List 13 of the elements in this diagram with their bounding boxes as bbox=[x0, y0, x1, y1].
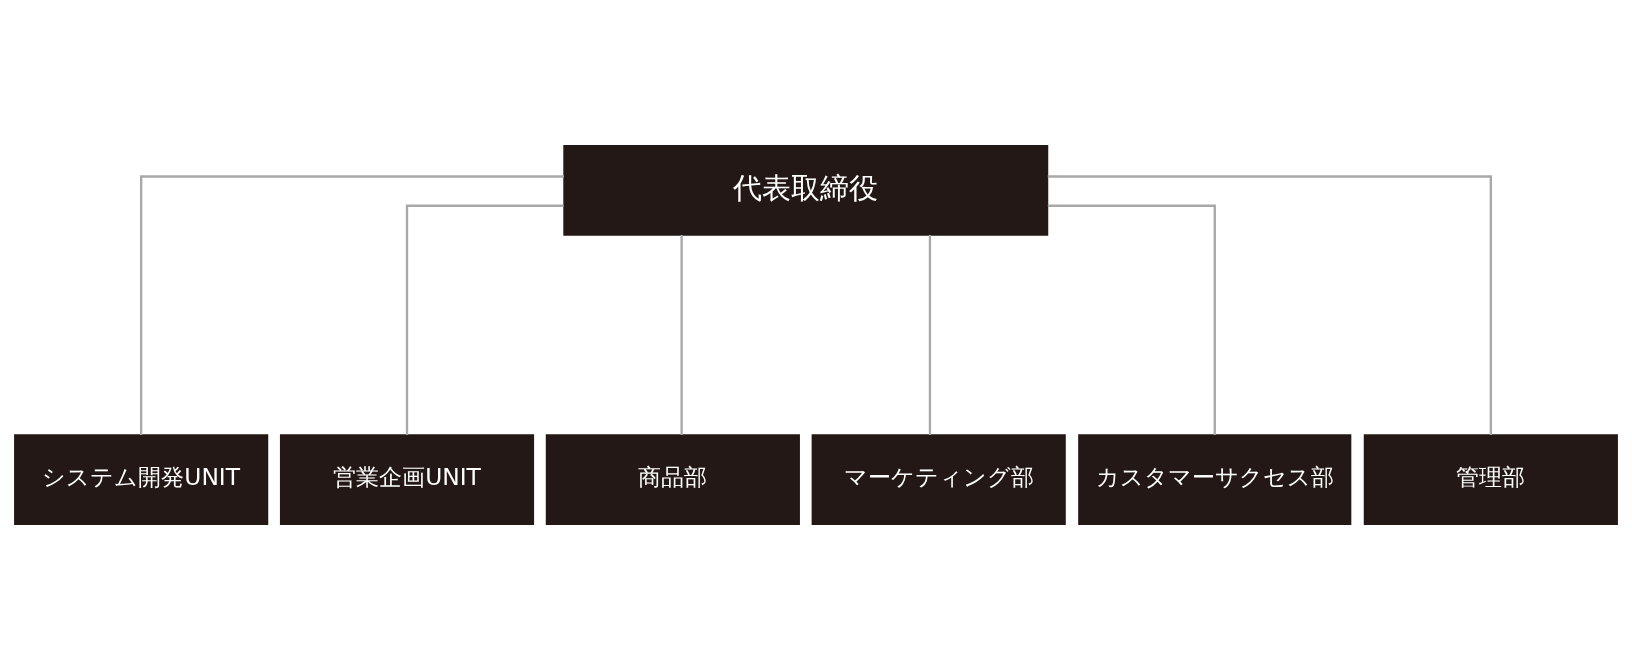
connector bbox=[1047, 175, 1492, 435]
node-box: 営業企画UNIT bbox=[279, 434, 535, 525]
node-box: 管理部 bbox=[1363, 434, 1618, 525]
node-box: 代表取締役 bbox=[563, 145, 1049, 236]
node-box: 商品部 bbox=[545, 434, 800, 525]
connector bbox=[405, 204, 564, 435]
node-box: カスタマーサクセス部 bbox=[1078, 434, 1352, 525]
connector bbox=[928, 234, 932, 435]
node-box: システム開発UNIT bbox=[14, 434, 269, 525]
connector bbox=[1047, 204, 1216, 435]
connector bbox=[680, 234, 683, 435]
connector bbox=[140, 175, 564, 435]
node-box: マーケティング部 bbox=[811, 434, 1066, 525]
